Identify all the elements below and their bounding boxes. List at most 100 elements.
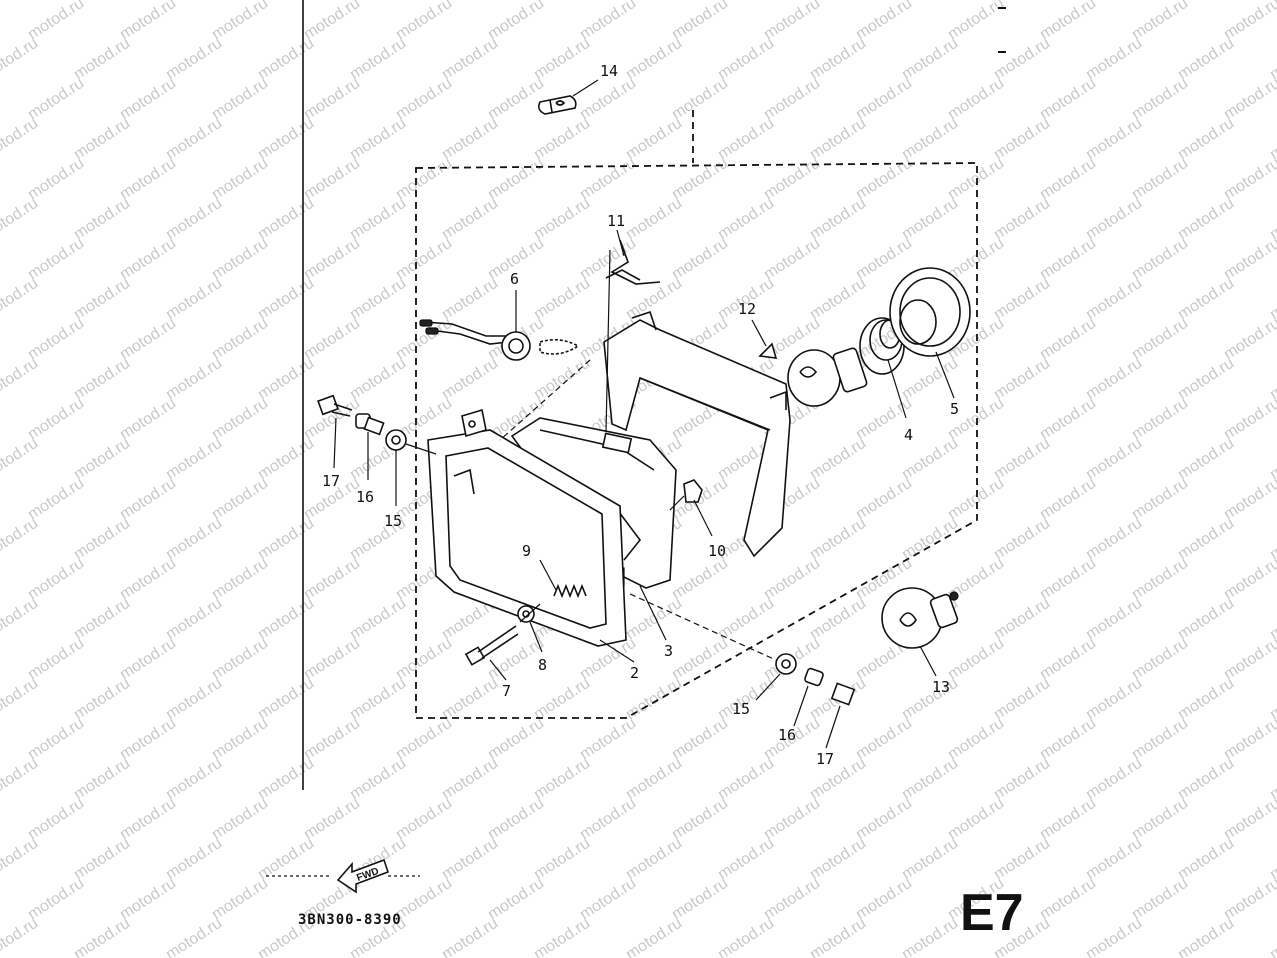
watermark-text: motod.ru	[669, 635, 731, 684]
leader-16-right	[793, 685, 809, 727]
leader-fastener-axis	[629, 593, 777, 661]
watermark-text: motod.ru	[393, 0, 455, 43]
watermark-text: motod.ru	[255, 595, 317, 644]
watermark-text: motod.ru	[209, 555, 271, 604]
watermark-text: motod.ru	[485, 155, 547, 204]
callout-2: 2	[630, 664, 639, 682]
wire-clip-11-icon	[605, 239, 661, 285]
watermark-text: motod.ru	[991, 435, 1053, 484]
watermark-text: motod.ru	[301, 715, 363, 764]
watermark-text: motod.ru	[669, 475, 731, 524]
watermark-text: motod.ru	[807, 195, 869, 244]
watermark-text: motod.ru	[531, 755, 593, 804]
watermark-text: motod.ru	[0, 915, 41, 958]
watermark-text: motod.ru	[531, 35, 593, 84]
watermark-text: motod.ru	[1175, 835, 1237, 884]
watermark-text: motod.ru	[807, 915, 869, 958]
watermark-text: motod.ru	[1175, 595, 1237, 644]
watermark-text: motod.ru	[715, 755, 777, 804]
watermark-text: motod.ru	[71, 35, 133, 84]
leader-11	[616, 229, 625, 257]
watermark-text: motod.ru	[577, 715, 639, 764]
watermark-text: motod.ru	[531, 675, 593, 724]
watermark-text: motod.ru	[853, 0, 915, 43]
watermark-text: motod.ru	[623, 915, 685, 958]
watermark-text: motod.ru	[439, 915, 501, 958]
watermark-text: motod.ru	[347, 355, 409, 404]
figure-mark: E7	[960, 884, 1024, 942]
watermark-text: motod.ru	[1083, 675, 1145, 724]
bulb-14-icon	[538, 95, 577, 115]
watermark-text: motod.ru	[209, 315, 271, 364]
leader-14	[572, 79, 599, 97]
watermark-text: motod.ru	[1129, 555, 1191, 604]
watermark-text: motod.ru	[531, 355, 593, 404]
leader-8b	[519, 603, 541, 623]
watermark-text: motod.ru	[347, 755, 409, 804]
watermark-text: motod.ru	[439, 755, 501, 804]
watermark-text: motod.ru	[1221, 715, 1277, 764]
watermark-text: motod.ru	[1083, 595, 1145, 644]
collar-16-left-icon	[355, 413, 385, 436]
watermark-text: motod.ru	[1037, 235, 1099, 284]
leader-4	[887, 359, 907, 419]
watermark-text: motod.ru	[25, 315, 87, 364]
nut-10-icon	[683, 479, 703, 503]
watermark-text: motod.ru	[945, 475, 1007, 524]
watermark-text: motod.ru	[1129, 0, 1191, 43]
leader-8	[529, 621, 543, 653]
callout-10: 10	[708, 542, 726, 560]
watermark-text: motod.ru	[1083, 275, 1145, 324]
watermark-text: motod.ru	[301, 235, 363, 284]
collar-16-right-icon	[804, 667, 824, 687]
watermark-text: motod.ru	[1175, 435, 1237, 484]
watermark-text: motod.ru	[301, 555, 363, 604]
watermark-text: motod.ru	[1129, 715, 1191, 764]
watermark-text: motod.ru	[1037, 635, 1099, 684]
watermark-text: motod.ru	[0, 35, 41, 84]
watermark-text: motod.ru	[853, 155, 915, 204]
fwd-arrow-icon: FWD	[336, 858, 390, 894]
watermark-text: motod.ru	[1129, 315, 1191, 364]
watermark-text: motod.ru	[1221, 75, 1277, 124]
watermark-text: motod.ru	[117, 635, 179, 684]
watermark-text: motod.ru	[623, 835, 685, 884]
bolt-17-right-icon	[830, 682, 856, 706]
callout-11: 11	[607, 212, 625, 230]
spring-9-icon	[553, 583, 587, 599]
watermark-text: motod.ru	[255, 515, 317, 564]
watermark-text: motod.ru	[1129, 635, 1191, 684]
watermark-text: motod.ru	[991, 355, 1053, 404]
watermark-text: motod.ru	[899, 835, 961, 884]
watermark-text: motod.ru	[531, 915, 593, 958]
watermark-text: motod.ru	[1037, 475, 1099, 524]
watermark-text: motod.ru	[1083, 35, 1145, 84]
watermark-text: motod.ru	[485, 715, 547, 764]
watermark-text: motod.ru	[1221, 875, 1277, 924]
watermark-text: motod.ru	[347, 275, 409, 324]
watermark-text: motod.ru	[1129, 875, 1191, 924]
watermark-text: motod.ru	[117, 395, 179, 444]
watermark-text: motod.ru	[669, 875, 731, 924]
callout-15-right: 15	[732, 700, 750, 718]
mount-bracket-1-icon	[603, 310, 791, 558]
watermark-text: motod.ru	[669, 555, 731, 604]
watermark-text: motod.ru	[71, 195, 133, 244]
watermark-text: motod.ru	[715, 35, 777, 84]
watermark-text: motod.ru	[761, 0, 823, 43]
watermark-text: motod.ru	[117, 475, 179, 524]
watermark-text: motod.ru	[577, 795, 639, 844]
leader-13	[919, 645, 937, 677]
watermark-text: motod.ru	[163, 755, 225, 804]
watermark-text: motod.ru	[531, 275, 593, 324]
watermark-text: motod.ru	[163, 195, 225, 244]
watermark-text: motod.ru	[1221, 155, 1277, 204]
watermark-text: motod.ru	[1175, 195, 1237, 244]
watermark-text: motod.ru	[117, 315, 179, 364]
watermark-text: motod.ru	[1037, 0, 1099, 43]
watermark-text: motod.ru	[163, 675, 225, 724]
watermark-text: motod.ru	[347, 675, 409, 724]
watermark-text: motod.ru	[623, 755, 685, 804]
main-bulb-4-icon	[787, 317, 905, 407]
watermark-text: motod.ru	[347, 115, 409, 164]
